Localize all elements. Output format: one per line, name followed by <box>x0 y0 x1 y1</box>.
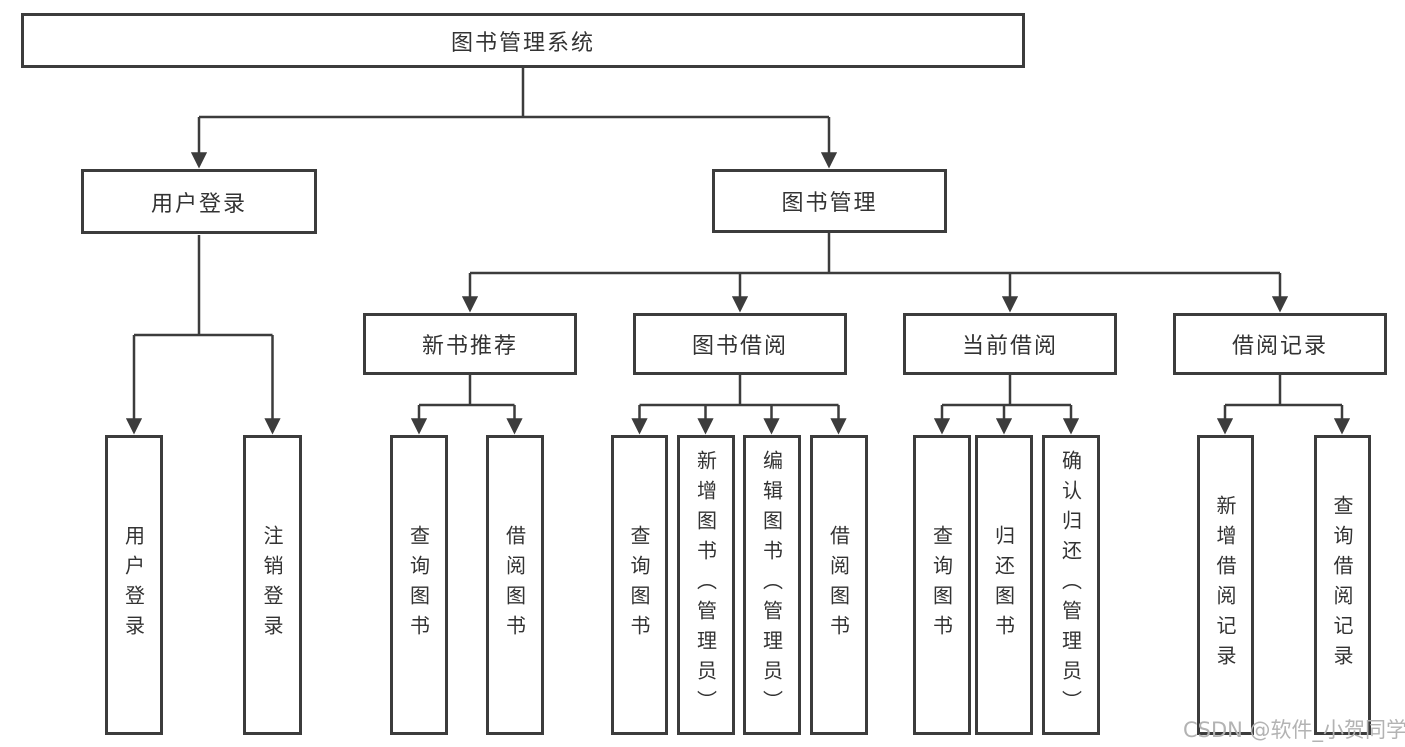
leaf-add-books-admin: 新增图书（管理员） <box>677 435 735 735</box>
connector-group <box>125 68 1351 435</box>
node-label: 用户登录 <box>121 525 146 645</box>
leaf-add-borrow-record: 新增借阅记录 <box>1197 435 1254 735</box>
node-label: 图书管理系统 <box>450 30 595 56</box>
node-label: 查询图书 <box>929 525 954 645</box>
node-label: 新增图书（管理员） <box>693 450 718 720</box>
node-label: 图书管理 <box>781 191 878 216</box>
node-user-login: 用户登录 <box>81 169 317 234</box>
node-new-book-recommendation: 新书推荐 <box>363 313 577 375</box>
node-label: 借阅图书 <box>826 525 851 645</box>
node-label: 查询图书 <box>406 525 431 645</box>
leaf-confirm-return-admin: 确认归还（管理员） <box>1042 435 1100 735</box>
node-label: 新书推荐 <box>421 334 518 359</box>
csdn-watermark: CSDN @软件_小贺同学 <box>1183 718 1405 742</box>
node-label: 借阅记录 <box>1231 334 1328 359</box>
node-label: 当前借阅 <box>961 334 1058 359</box>
node-label: 图书借阅 <box>691 334 788 359</box>
leaf-edit-books-admin: 编辑图书（管理员） <box>743 435 801 735</box>
node-label: 用户登录 <box>150 191 247 217</box>
node-label: 确认归还（管理员） <box>1058 450 1083 720</box>
node-label: 新增借阅记录 <box>1213 495 1237 675</box>
node-borrowing-records: 借阅记录 <box>1173 313 1387 375</box>
leaf-query-books-3: 查询图书 <box>913 435 971 735</box>
node-book-borrowing: 图书借阅 <box>633 313 847 375</box>
leaf-return-books: 归还图书 <box>975 435 1033 735</box>
leaf-logout: 注销登录 <box>243 435 302 735</box>
leaf-borrow-books-1: 借阅图书 <box>486 435 544 735</box>
leaf-query-books-2: 查询图书 <box>611 435 668 735</box>
leaf-borrow-books-2: 借阅图书 <box>810 435 868 735</box>
node-label: 查询借阅记录 <box>1330 495 1354 675</box>
leaf-user-login: 用户登录 <box>105 435 163 735</box>
node-label: 归还图书 <box>991 525 1016 645</box>
node-label: 查询图书 <box>627 525 651 645</box>
node-label: 借阅图书 <box>502 525 527 645</box>
node-book-management: 图书管理 <box>712 169 947 233</box>
node-current-borrowing: 当前借阅 <box>903 313 1117 375</box>
node-label: 编辑图书（管理员） <box>759 450 784 720</box>
node-library-management-system: 图书管理系统 <box>21 13 1025 68</box>
node-label: 注销登录 <box>260 525 284 645</box>
leaf-query-books-1: 查询图书 <box>390 435 448 735</box>
leaf-query-borrow-record: 查询借阅记录 <box>1314 435 1371 735</box>
